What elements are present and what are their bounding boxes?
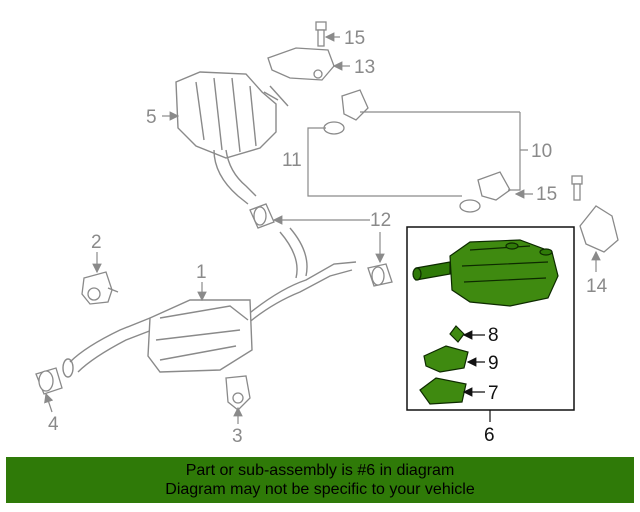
callout-14: 14 [586, 276, 608, 297]
grommet-part-11[interactable] [323, 121, 481, 213]
callout-6: 6 [484, 425, 495, 446]
info-banner: Part or sub-assembly is #6 in diagram Di… [6, 457, 634, 503]
leader-lines-highlight [462, 330, 491, 422]
clamp-part-12[interactable] [249, 203, 393, 287]
bracket-part-9[interactable] [423, 345, 469, 373]
mount-part-10[interactable] [341, 89, 511, 201]
bracket-part-7[interactable] [419, 377, 467, 405]
bracket-part-13[interactable] [267, 47, 335, 81]
exhaust-parts-diagram: 1 2 3 4 5 6 7 8 9 10 11 12 13 14 15 15 [35, 21, 619, 447]
callout-2: 2 [91, 232, 102, 253]
heat-shield-part-14[interactable] [579, 205, 619, 253]
callout-15-top: 15 [344, 28, 365, 49]
bolt-part-15[interactable] [315, 21, 583, 201]
callout-3: 3 [232, 426, 243, 447]
callout-7: 7 [488, 383, 499, 404]
clamp-part-4[interactable] [35, 367, 63, 395]
callout-13: 13 [354, 57, 375, 78]
banner-line-1: Part or sub-assembly is #6 in diagram [185, 462, 455, 479]
front-muffler-part-5[interactable] [175, 71, 289, 205]
banner-line-2: Diagram may not be specific to your vehi… [165, 481, 475, 498]
callout-8: 8 [488, 325, 499, 346]
callout-4: 4 [48, 414, 59, 435]
grommet-part-8[interactable] [449, 325, 465, 343]
leader-lines [44, 32, 601, 424]
hanger-part-2[interactable] [81, 271, 119, 305]
callout-12: 12 [370, 210, 391, 231]
hanger-part-3[interactable] [225, 375, 251, 411]
callout-11: 11 [282, 150, 302, 171]
callout-9: 9 [488, 353, 499, 374]
callout-1: 1 [196, 262, 207, 283]
rear-muffler-part-6[interactable] [412, 239, 559, 307]
callout-5: 5 [146, 107, 157, 128]
front-pipe-center-muffler-part-1[interactable] [62, 227, 357, 378]
callout-15-right: 15 [536, 184, 557, 205]
callout-10: 10 [531, 141, 552, 162]
